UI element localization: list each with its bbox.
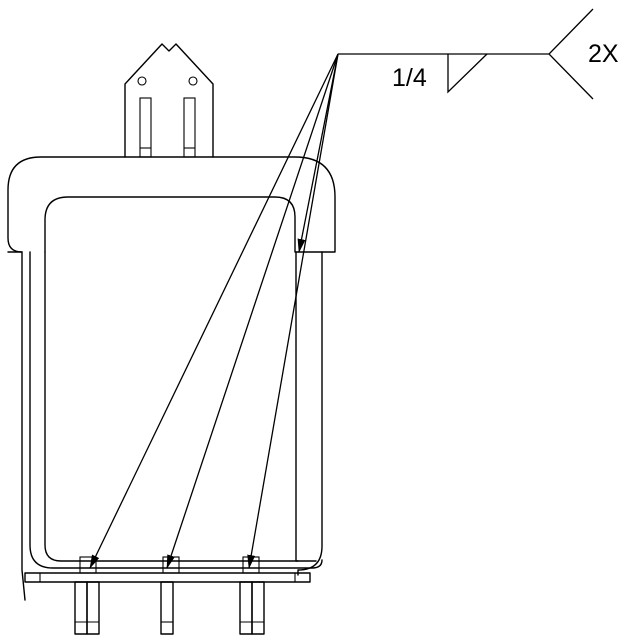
frame-inner bbox=[29, 196, 323, 569]
top-tab bbox=[124, 43, 214, 158]
fillet-weld-icon bbox=[447, 53, 488, 94]
weld-multiplier-label: 2X bbox=[588, 40, 619, 68]
base-bar bbox=[24, 572, 311, 583]
tab-hole-left bbox=[137, 76, 147, 86]
weld-size-label: 1/4 bbox=[392, 64, 427, 92]
pin-left bbox=[74, 556, 100, 635]
tab-hole-right bbox=[188, 76, 198, 86]
weld-callout: 1/4 2X bbox=[89, 8, 619, 569]
base-plate bbox=[24, 572, 311, 583]
weld-tail bbox=[548, 8, 594, 100]
frame-outer bbox=[7, 156, 336, 601]
leader-arrow-2 bbox=[166, 53, 339, 569]
leader-arrow-3 bbox=[247, 53, 339, 569]
leader-arrow-1 bbox=[89, 53, 339, 569]
leader-arrow-4 bbox=[297, 53, 339, 253]
